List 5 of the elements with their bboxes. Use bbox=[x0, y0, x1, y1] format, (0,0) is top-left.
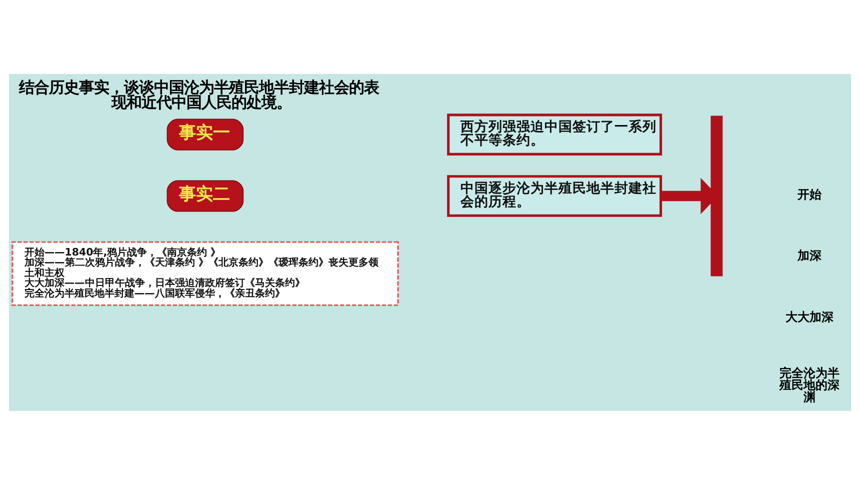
diagram-title: 结合历史事实，谈谈中国沦为半殖民地半封建社会的表现和近代中国人民的处境。 bbox=[19, 78, 380, 112]
label: 加深 bbox=[798, 248, 822, 262]
label: 完全沦为半殖民地的深渊 bbox=[779, 366, 840, 404]
label: 大大加深 bbox=[785, 310, 834, 324]
label: 开始 bbox=[798, 186, 822, 201]
